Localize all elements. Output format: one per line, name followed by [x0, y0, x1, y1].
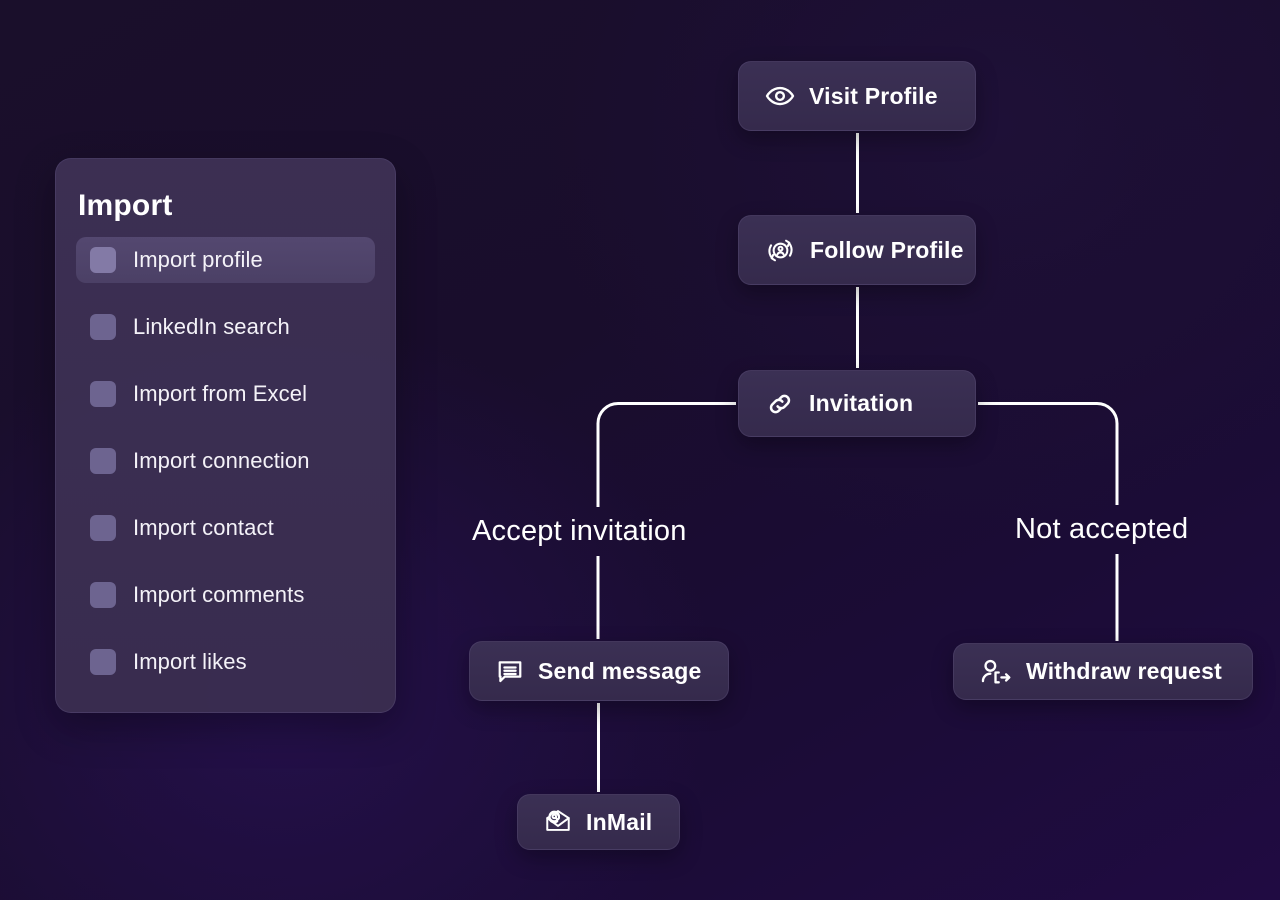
checkbox-icon[interactable] — [90, 247, 116, 273]
checkbox-icon[interactable] — [90, 448, 116, 474]
import-option-label: Import comments — [133, 582, 305, 607]
flow-node-label: Invitation — [809, 390, 914, 416]
branch-label-accept-invitation: Accept invitation — [472, 515, 687, 547]
flow-node-label: Send message — [538, 657, 702, 684]
import-option-list: Import profile LinkedIn search Import fr… — [76, 237, 375, 706]
chat-bubble-icon — [496, 657, 524, 685]
flow-node-visit-profile[interactable]: Visit Profile — [738, 61, 976, 131]
eye-icon — [765, 81, 795, 111]
flow-node-send-message[interactable]: Send message — [469, 641, 729, 701]
import-option-linkedin-search[interactable]: LinkedIn search — [76, 304, 375, 350]
import-option-label: Import connection — [133, 448, 310, 473]
import-option-import-profile[interactable]: Import profile — [76, 237, 375, 283]
branch-label-not-accepted: Not accepted — [1015, 513, 1189, 545]
import-option-import-connection[interactable]: Import connection — [76, 438, 375, 484]
flow-node-label: Withdraw request — [1026, 658, 1222, 684]
link-chain-icon — [765, 389, 795, 419]
flow-node-follow-profile[interactable]: Follow Profile — [738, 215, 976, 285]
edge-invite-to-send — [596, 402, 736, 507]
import-option-label: Import profile — [133, 247, 263, 272]
flow-node-label: InMail — [586, 808, 653, 835]
edge-invite-to-withdraw — [978, 402, 1119, 505]
import-option-import-from-excel[interactable]: Import from Excel — [76, 371, 375, 417]
envelope-at-icon — [544, 808, 572, 836]
flow-node-inmail[interactable]: InMail — [517, 794, 680, 850]
flow-node-label: Visit Profile — [809, 82, 938, 109]
import-option-import-likes[interactable]: Import likes — [76, 639, 375, 685]
import-panel: Import Import profile LinkedIn search Im… — [55, 158, 396, 713]
checkbox-icon[interactable] — [90, 582, 116, 608]
checkbox-icon[interactable] — [90, 649, 116, 675]
flow-node-label: Follow Profile — [810, 236, 964, 263]
user-exit-icon — [980, 657, 1012, 687]
flow-node-withdraw-request[interactable]: Withdraw request — [953, 643, 1253, 700]
import-option-label: LinkedIn search — [133, 314, 290, 339]
checkbox-icon[interactable] — [90, 381, 116, 407]
checkbox-icon[interactable] — [90, 314, 116, 340]
import-option-import-comments[interactable]: Import comments — [76, 572, 375, 618]
import-option-import-contact[interactable]: Import contact — [76, 505, 375, 551]
import-option-label: Import likes — [133, 649, 247, 674]
page-title: Import — [78, 189, 173, 222]
import-option-label: Import contact — [133, 515, 274, 540]
flow-node-invitation[interactable]: Invitation — [738, 370, 976, 437]
checkbox-icon[interactable] — [90, 515, 116, 541]
follow-user-sync-icon — [765, 235, 796, 266]
import-option-label: Import from Excel — [133, 381, 308, 406]
